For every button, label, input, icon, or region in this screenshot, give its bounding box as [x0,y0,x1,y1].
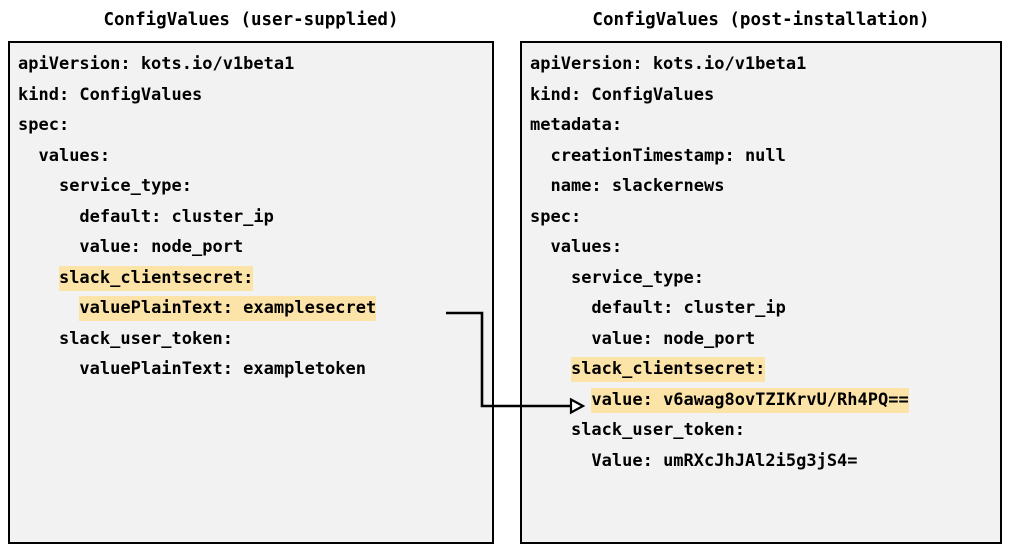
left-panel-line: value: node_port [18,232,492,263]
left-panel-line-text: apiVersion: kots.io/v1beta1 [18,54,295,74]
left-panel-line-text: default: cluster_ip [79,206,274,227]
right-panel-line-text: metadata: [530,115,623,135]
left-panel-line: spec: [18,110,492,141]
right-panel-line: name: slackernews [530,171,1000,202]
indent [530,298,591,318]
indent [18,359,79,379]
left-panel-line-text: values: [38,145,111,166]
indent [18,176,59,196]
left-panel-line-text: service_type: [58,176,193,196]
left-panel-line-text: kind: ConfigValues [18,84,203,105]
left-panel-line: kind: ConfigValues [18,80,492,111]
left-panel-line: valuePlainText: exampletoken [18,354,492,385]
right-panel-line-text: apiVersion: kots.io/v1beta1 [530,54,807,74]
right-panel-line-text: default: cluster_ip [591,298,786,318]
left-panel-line: default: cluster_ip [18,202,492,233]
indent [18,146,38,166]
indent [530,359,571,379]
indent [530,390,591,410]
indent [530,420,571,440]
indent [530,451,591,471]
right-panel-line: metadata: [530,110,1000,141]
right-panel-line: spec: [530,202,1000,233]
right-panel-line-text: spec: [530,206,582,227]
indent [530,237,550,257]
left-panel-line-text: valuePlainText: exampletoken [79,359,366,379]
right-panel-line: slack_user_token: [530,415,1000,446]
right-panel-line: value: v6awag8ovTZIKrvU/Rh4PQ== [530,385,1000,416]
right-panel-line-text: slack_user_token: [570,420,745,440]
indent [18,298,79,318]
left-config-box: apiVersion: kots.io/v1beta1 kind: ConfigV… [8,41,494,544]
right-panel-line: Value: umRXcJhJAl2i5g3jS4= [530,446,1000,477]
right-panel-line-text: value: v6awag8ovTZIKrvU/Rh4PQ== [591,387,909,413]
left-panel-line-text: value: node_port [79,237,244,257]
indent [18,237,79,257]
right-panel-line: service_type: [530,263,1000,294]
left-panel-line-text: slack_clientsecret: [58,265,254,291]
left-panel-line-text: valuePlainText: examplesecret [79,296,377,321]
right-panel-line-text: name: slackernews [550,176,725,196]
right-panel-line-text: value: node_port [591,328,756,349]
indent [18,207,79,227]
indent [530,146,550,166]
left-panel-line: valuePlainText: examplesecret [18,293,492,324]
right-config-box: apiVersion: kots.io/v1beta1 kind: ConfigV… [520,41,1002,544]
indent [530,176,550,196]
right-panel-line: apiVersion: kots.io/v1beta1 [530,49,1000,80]
right-panel-line: creationTimestamp: null [530,141,1000,172]
left-panel-line: service_type: [18,171,492,202]
indent [18,329,59,349]
left-panel-line: slack_clientsecret: [18,263,492,294]
right-panel-title: ConfigValues (post-installation) [592,10,930,30]
indent [18,268,59,288]
left-panel-line-text: slack_user_token: [58,328,233,349]
right-panel-line: value: node_port [530,324,1000,355]
left-panel-line: slack_user_token: [18,324,492,355]
left-code-listing: apiVersion: kots.io/v1beta1 kind: ConfigV… [18,49,492,385]
indent [530,329,591,349]
right-panel-line-text: Value: umRXcJhJAl2i5g3jS4= [591,450,858,471]
indent [530,268,571,288]
left-panel-line-text: spec: [18,115,70,135]
right-panel-line-text: creationTimestamp: null [550,145,786,166]
left-panel-line: values: [18,141,492,172]
left-panel-title: ConfigValues (user-supplied) [103,10,399,30]
right-panel-line-text: slack_clientsecret: [570,357,766,382]
left-panel-line: apiVersion: kots.io/v1beta1 [18,49,492,80]
right-panel-line: slack_clientsecret: [530,354,1000,385]
right-panel-line-text: values: [550,237,623,257]
right-panel-line-text: kind: ConfigValues [530,84,715,105]
right-panel-line-text: service_type: [570,267,705,288]
right-panel-line: default: cluster_ip [530,293,1000,324]
right-panel-line: values: [530,232,1000,263]
right-code-listing: apiVersion: kots.io/v1beta1 kind: ConfigV… [530,49,1000,476]
right-panel-line: kind: ConfigValues [530,80,1000,111]
